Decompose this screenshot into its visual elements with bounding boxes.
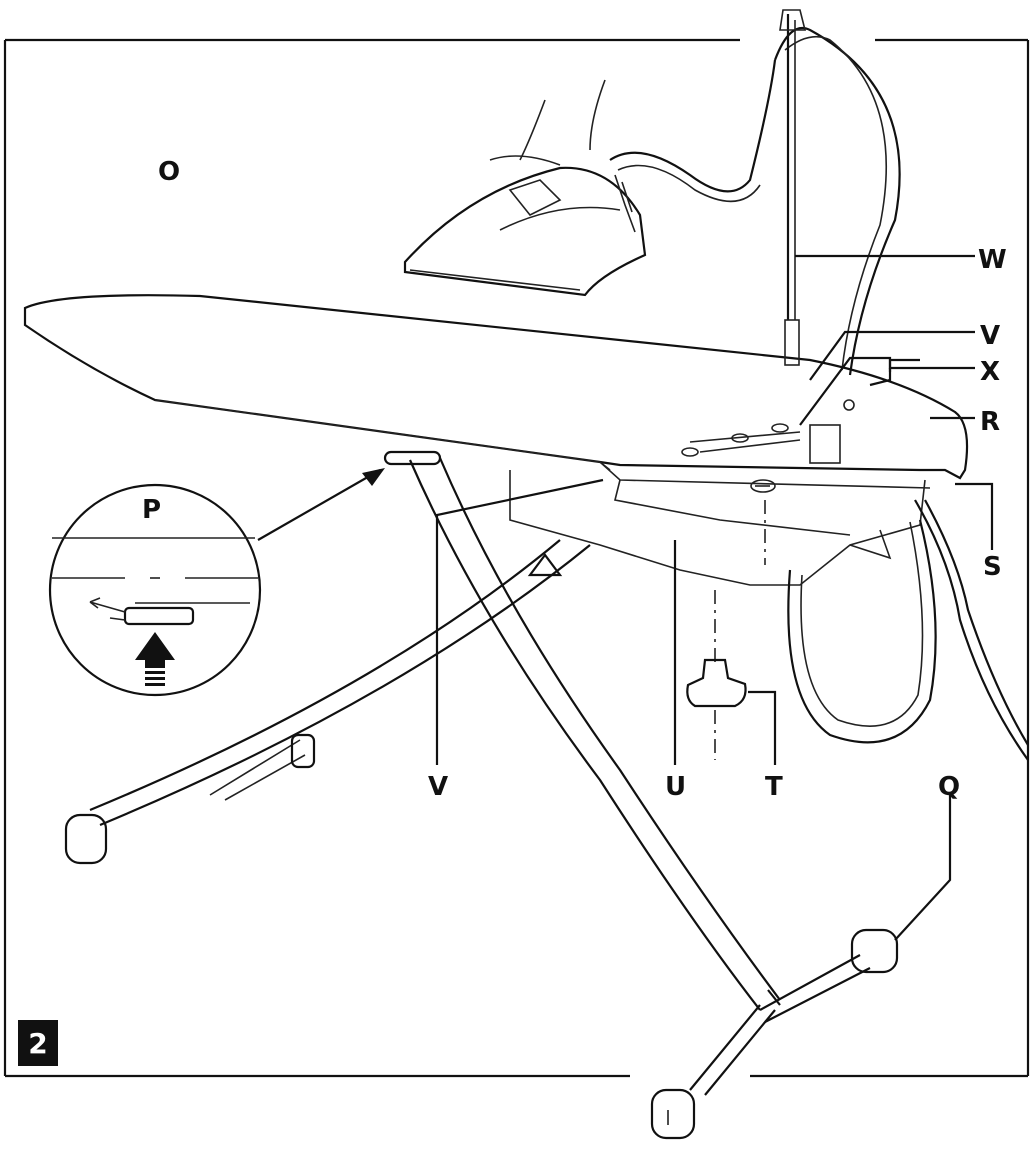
label-r: R bbox=[980, 407, 1000, 437]
figure-number-badge: 2 bbox=[18, 1020, 58, 1066]
label-w: W bbox=[978, 245, 1007, 275]
board-legs bbox=[64, 457, 899, 1140]
label-s: S bbox=[983, 552, 1002, 582]
label-x: X bbox=[980, 357, 1000, 387]
hanging-cable-loop bbox=[787, 499, 1029, 761]
label-v-bottom: V bbox=[428, 772, 448, 802]
hose-support-rod bbox=[779, 9, 807, 366]
label-p: P bbox=[142, 495, 161, 525]
label-o: O bbox=[158, 157, 180, 187]
label-q: Q bbox=[938, 772, 960, 802]
steam-generator-base bbox=[509, 470, 926, 586]
steam-hose bbox=[773, 27, 901, 376]
label-t: T bbox=[765, 772, 783, 802]
control-panel bbox=[681, 399, 855, 464]
steam-iron bbox=[403, 59, 777, 297]
figure-frame bbox=[3, 38, 1030, 1078]
latch-detail-inset bbox=[48, 450, 442, 697]
up-arrow-icon bbox=[135, 632, 175, 668]
knob-t bbox=[686, 500, 766, 760]
label-v-top: V bbox=[980, 321, 1000, 351]
callout-leaders bbox=[435, 254, 994, 941]
label-u: U bbox=[665, 772, 686, 802]
figure-number: 2 bbox=[28, 1026, 48, 1060]
